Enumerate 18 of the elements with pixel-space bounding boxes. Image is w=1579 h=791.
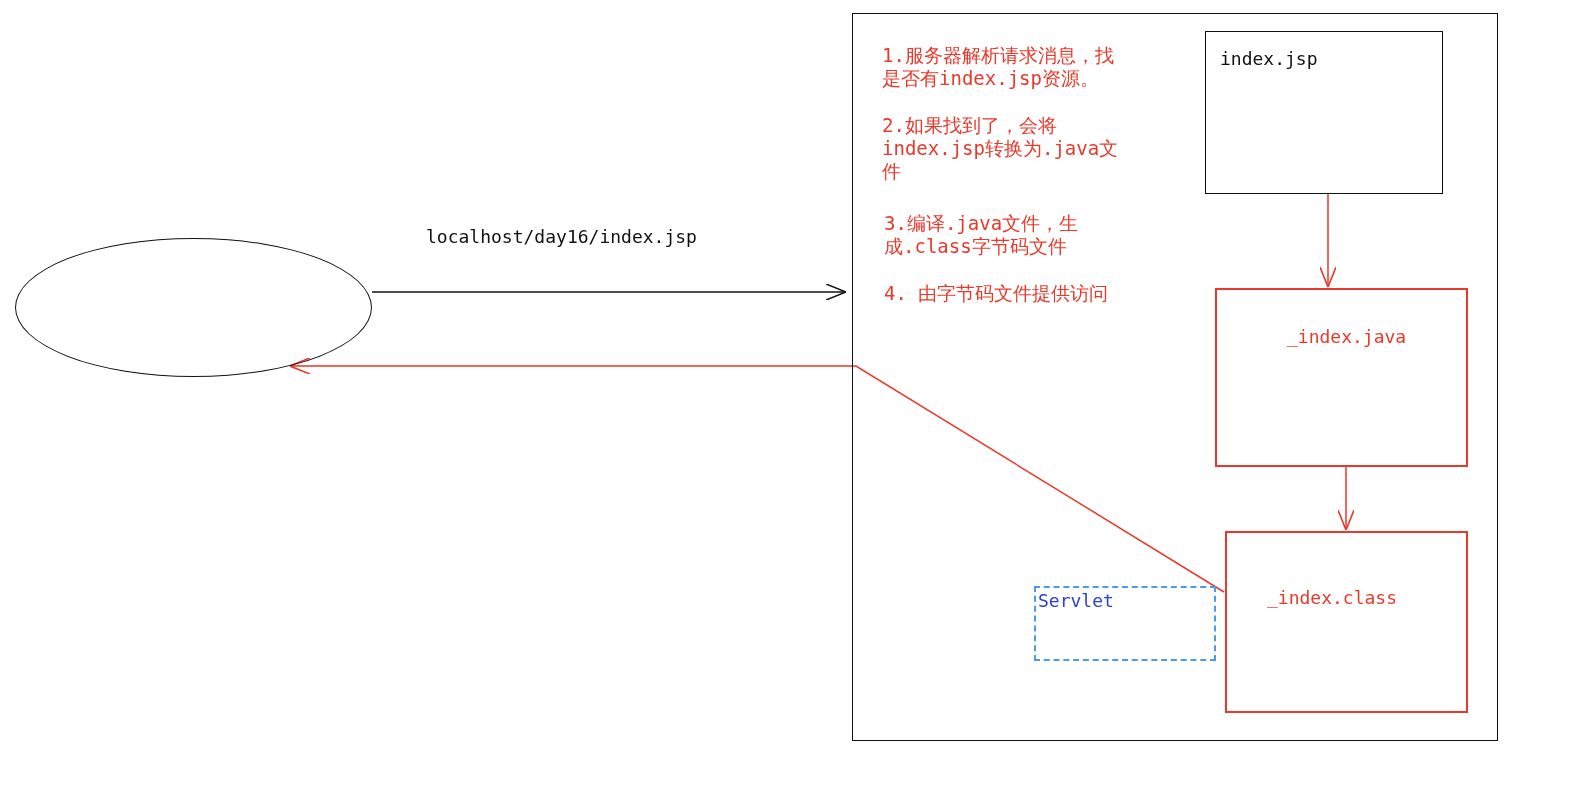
file-box	[1225, 531, 1468, 713]
arrow	[371, 283, 847, 301]
step-note: 3.编译.java文件，生成.class字节码文件	[884, 212, 1080, 258]
servlet-box	[1034, 586, 1216, 661]
edge-label: localhost/day16/index.jsp	[424, 226, 699, 247]
file-box	[1205, 31, 1443, 194]
step-note: 4. 由字节码文件提供访问	[884, 282, 1110, 305]
node-label: Servlet	[1038, 590, 1114, 612]
node-label: index.jsp	[1220, 48, 1318, 70]
step-note: 2.如果找到了，会将index.jsp转换为.java文件	[882, 114, 1120, 183]
server-box	[852, 13, 1498, 741]
file-box	[1215, 288, 1468, 467]
arrow	[1319, 192, 1337, 288]
node-label: _index.class	[1267, 587, 1398, 609]
arrow	[1337, 465, 1355, 531]
step-note: 1.服务器解析请求消息，找是否有index.jsp资源。	[882, 44, 1115, 90]
arrow	[289, 357, 1225, 593]
node-label: _index.java	[1287, 326, 1407, 348]
